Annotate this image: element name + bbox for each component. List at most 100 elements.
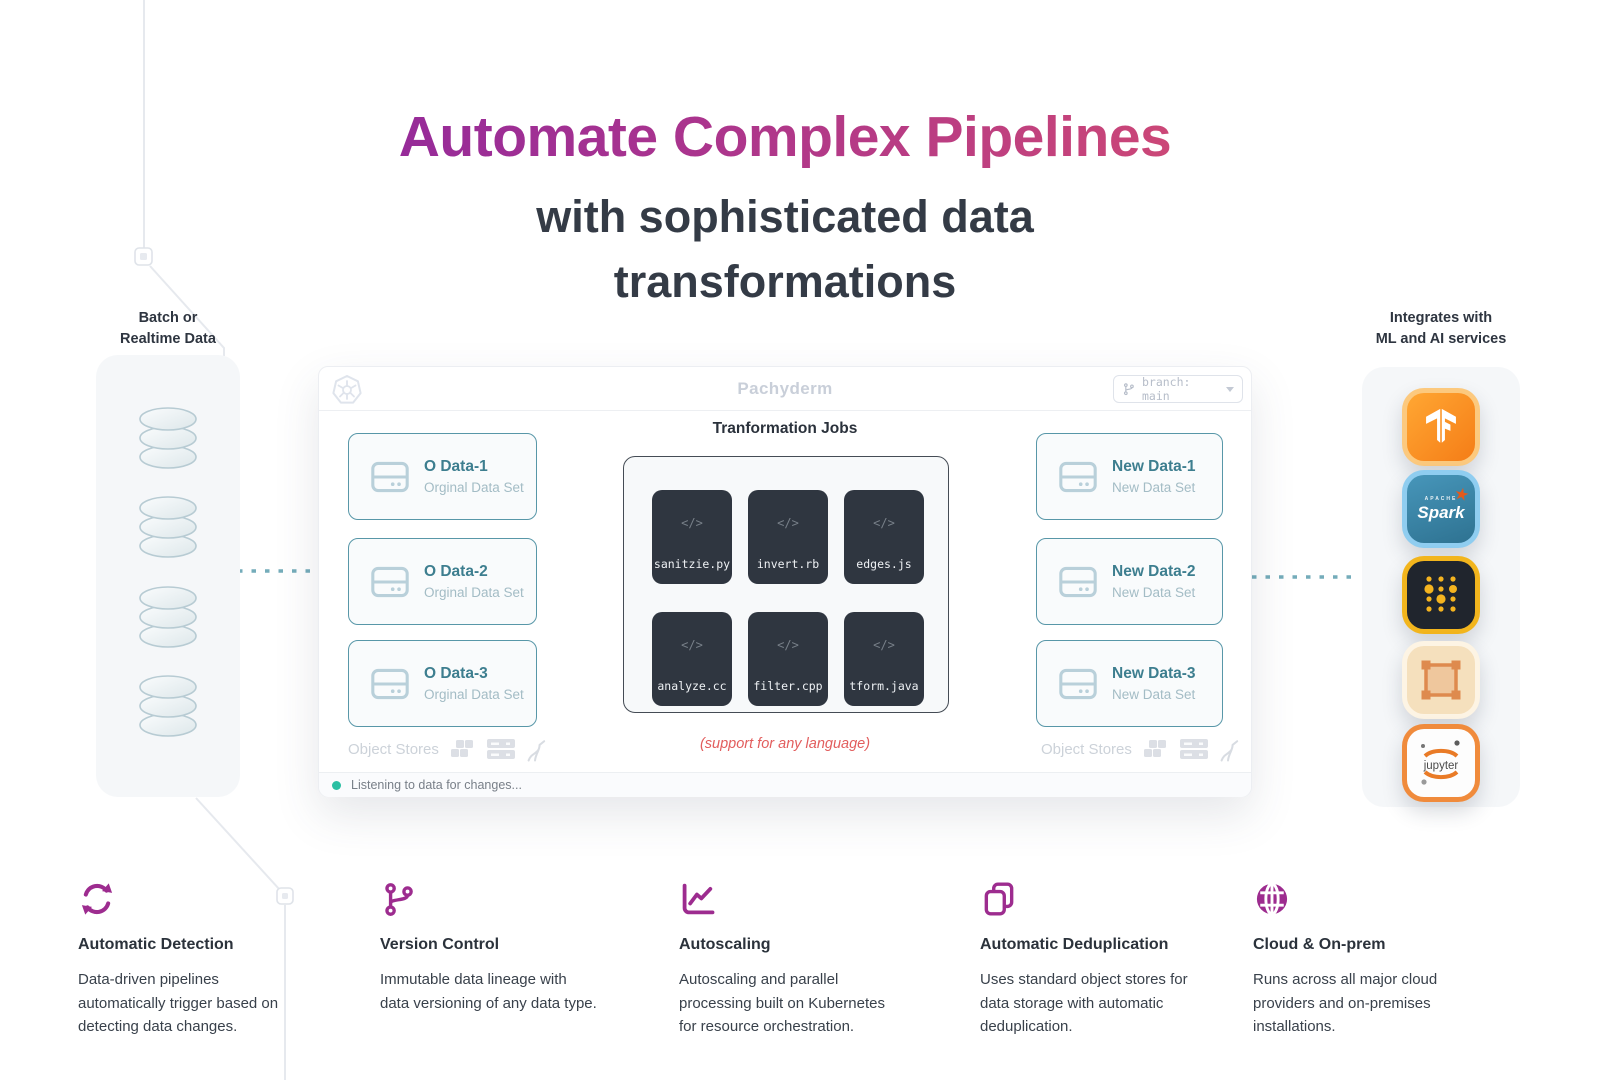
spark-apache-text: APACHE xyxy=(1424,495,1458,502)
bounding-box-service-icon xyxy=(1402,641,1480,719)
branch-selector[interactable]: branch: main xyxy=(1113,375,1243,403)
copy-icon xyxy=(984,882,1014,916)
feature-title: Cloud & On-prem xyxy=(1253,936,1386,953)
bird-icon xyxy=(527,739,546,762)
job-tile: </> tform.java xyxy=(844,612,924,706)
card-title: New Data-1 xyxy=(1112,458,1196,475)
card-title: O Data-1 xyxy=(424,458,488,475)
feature-version-control: Version Control Immutable data lineage w… xyxy=(380,880,635,1015)
feature-cloud-onprem: Cloud & On-prem Runs across all major cl… xyxy=(1253,880,1483,1039)
status-dot xyxy=(332,780,341,790)
code-icon: </> xyxy=(777,516,799,530)
dataset-icon xyxy=(1059,461,1097,492)
object-stores-left: Object Stores xyxy=(348,734,546,764)
input-data-card: O Data-2 Orginal Data Set xyxy=(348,538,537,625)
dataset-icon xyxy=(371,566,409,597)
feature-description: Uses standard object stores for data sto… xyxy=(980,971,1188,1035)
code-icon: </> xyxy=(681,516,703,530)
card-title: O Data-3 xyxy=(424,665,488,682)
dots-grid-service-icon xyxy=(1402,556,1480,634)
feature-automatic-deduplication: Automatic Deduplication Uses standard ob… xyxy=(980,880,1225,1039)
status-text: Listening to data for changes... xyxy=(351,778,522,792)
feature-autoscaling: Autoscaling Autoscaling and parallel pro… xyxy=(679,880,929,1039)
object-stores-label: Object Stores xyxy=(348,740,439,758)
output-data-card: New Data-3 New Data Set xyxy=(1036,640,1223,727)
line-chart-icon xyxy=(682,883,715,915)
input-data-card: O Data-3 Orginal Data Set xyxy=(348,640,537,727)
apache-spark-icon: APACHE Spark ★ xyxy=(1402,470,1480,548)
database-icon xyxy=(139,675,197,737)
feature-title: Version Control xyxy=(380,936,500,953)
card-title: O Data-2 xyxy=(424,563,488,580)
bird-icon xyxy=(1220,739,1239,762)
pachyderm-window: Pachyderm branch: main Tranformation Job… xyxy=(318,366,1252,797)
kubernetes-icon xyxy=(332,375,362,404)
feature-title: Automatic Deduplication xyxy=(980,936,1169,953)
branch-label: branch: main xyxy=(1141,375,1191,403)
card-title: New Data-3 xyxy=(1112,665,1196,682)
object-storage-cubes-icon xyxy=(1143,740,1166,757)
spark-word-text: Spark xyxy=(1417,502,1465,522)
dataset-icon xyxy=(1059,668,1097,699)
page-title: Automate Complex Pipelines xyxy=(0,104,1570,170)
tensorflow-icon xyxy=(1402,388,1480,466)
git-branch-icon xyxy=(385,883,413,916)
server-rack-icon xyxy=(1179,739,1208,759)
server-rack-icon xyxy=(486,739,515,759)
job-tile: </> analyze.cc xyxy=(652,612,732,706)
job-tile: </> sanitzie.py xyxy=(652,490,732,584)
ml-services-label: Integrates with ML and AI services xyxy=(1375,310,1507,347)
feature-description: Data-driven pipelines automatically trig… xyxy=(78,971,279,1035)
card-subtitle: New Data Set xyxy=(1112,480,1196,495)
card-subtitle: Orginal Data Set xyxy=(424,480,524,495)
app-title: Pachyderm xyxy=(737,378,833,398)
code-icon: </> xyxy=(873,516,895,530)
code-icon: </> xyxy=(777,638,799,652)
code-icon: </> xyxy=(681,638,703,652)
object-storage-cubes-icon xyxy=(450,740,473,757)
transformation-jobs-box: </> sanitzie.py </> invert.rb </> edges.… xyxy=(623,456,949,713)
feature-title: Automatic Detection xyxy=(78,936,234,953)
git-branch-icon xyxy=(1123,383,1134,396)
feature-description: Immutable data lineage with data version… xyxy=(380,971,597,1012)
job-filename: invert.rb xyxy=(756,557,820,571)
dataset-icon xyxy=(1059,566,1097,597)
job-tile: </> filter.cpp xyxy=(748,612,828,706)
object-stores-right: Object Stores xyxy=(1041,734,1239,764)
spark-star: ★ xyxy=(1452,483,1471,506)
job-filename: edges.js xyxy=(856,557,912,571)
card-subtitle: Orginal Data Set xyxy=(424,585,524,600)
input-data-card: O Data-1 Orginal Data Set xyxy=(348,433,537,520)
card-subtitle: New Data Set xyxy=(1112,585,1196,600)
code-icon: </> xyxy=(873,638,895,652)
card-subtitle: New Data Set xyxy=(1112,687,1196,702)
output-data-card: New Data-1 New Data Set xyxy=(1036,433,1223,520)
job-tile: </> edges.js xyxy=(844,490,924,584)
globe-icon xyxy=(1256,882,1288,916)
card-subtitle: Orginal Data Set xyxy=(424,687,524,702)
dataset-icon xyxy=(371,461,409,492)
job-filename: sanitzie.py xyxy=(653,557,731,571)
card-title: New Data-2 xyxy=(1112,563,1196,580)
database-icon xyxy=(139,586,197,648)
sync-icon xyxy=(81,883,113,915)
jupyter-word-text: jupyter xyxy=(1423,760,1459,772)
page-subtitle: with sophisticated data transformations xyxy=(536,191,1034,307)
database-icon xyxy=(139,496,197,558)
batch-realtime-label: Batch or Realtime Data xyxy=(120,310,216,347)
object-stores-label: Object Stores xyxy=(1041,740,1132,758)
job-tile: </> invert.rb xyxy=(748,490,828,584)
chevron-down-icon xyxy=(1226,386,1234,392)
feature-description: Autoscaling and parallel processing buil… xyxy=(679,971,885,1035)
feature-title: Autoscaling xyxy=(679,936,771,953)
status-bar: Listening to data for changes... xyxy=(319,772,1251,797)
jupyter-icon: jupyter xyxy=(1402,724,1480,802)
feature-automatic-detection: Automatic Detection Data-driven pipeline… xyxy=(78,880,323,1039)
dataset-icon xyxy=(371,668,409,699)
language-support-note: (support for any language) xyxy=(699,736,871,752)
feature-description: Runs across all major cloud providers an… xyxy=(1253,971,1438,1035)
window-header: Pachyderm branch: main xyxy=(319,367,1251,411)
job-filename: filter.cpp xyxy=(753,679,823,693)
job-filename: analyze.cc xyxy=(657,679,727,693)
job-filename: tform.java xyxy=(849,679,919,693)
